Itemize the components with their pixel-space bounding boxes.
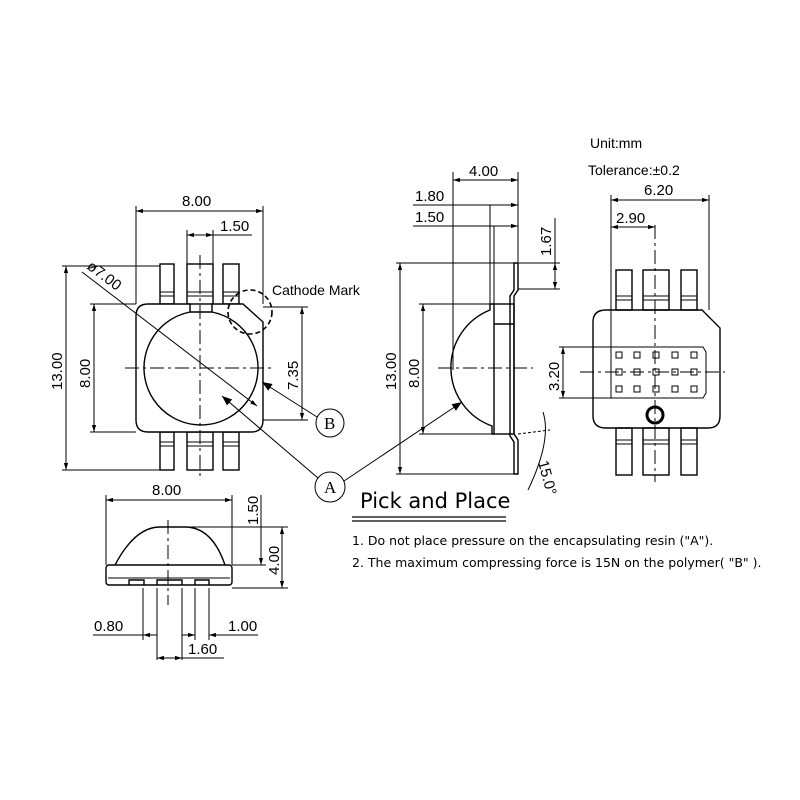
dim-side-body-height: 8.00 [406,359,423,388]
dim-angle: 15.0° [534,459,560,497]
dim-pin-b: 1.00 [228,618,257,635]
dim-pin-a: 0.80 [94,618,123,635]
sensor-grid [615,351,698,393]
dim-body-height: 8.00 [77,359,94,388]
dim-overall-height: 13.00 [49,352,66,390]
back-view: 6.20 2.90 3.20 [546,182,725,482]
pick-and-place-notes: Pick and Place 1. Do not place pressure … [352,489,761,570]
dim-lead-offset: 1.67 [538,227,555,256]
note-1: 1. Do not place pressure on the encapsul… [352,533,713,548]
dim-front-height: 4.00 [266,546,283,575]
tolerance-label: Tolerance:±0.2 [588,162,680,178]
callout-b [315,408,345,438]
dim-back-offset: 2.90 [616,210,645,227]
side-view: 4.00 1.80 1.50 1.67 13.00 8.00 15.0° [383,163,560,497]
unit-label: Unit:mm [590,135,642,151]
cathode-mark-circle [227,289,273,335]
note-2: 2. The maximum compressing force is 15N … [352,555,761,570]
dim-lead-width: 1.50 [220,218,249,235]
notes-title: Pick and Place [360,489,510,513]
dim-back-width: 6.20 [644,182,673,199]
dim-dome-height: 1.50 [245,496,262,525]
dome-outline [143,311,259,426]
cathode-mark-label: Cathode Mark [272,282,361,298]
dim-depth: 4.00 [469,163,498,180]
dim-pitch: 1.60 [188,641,217,658]
dim-offset: 7.35 [285,361,302,390]
dim-d2: 1.50 [415,209,444,226]
dim-side-height: 13.00 [383,352,400,390]
diameter-leader [81,271,258,407]
dim-top-width: 8.00 [182,193,211,210]
dim-front-width: 8.00 [152,482,181,499]
callout-a [314,471,346,503]
dim-d1: 1.80 [415,188,444,205]
callout-b-label: B [324,414,335,433]
callout-a-label: A [324,478,337,497]
front-view: 8.00 1.50 4.00 0.80 1.00 1.60 [93,482,288,661]
dim-grid-height: 3.20 [546,362,563,391]
